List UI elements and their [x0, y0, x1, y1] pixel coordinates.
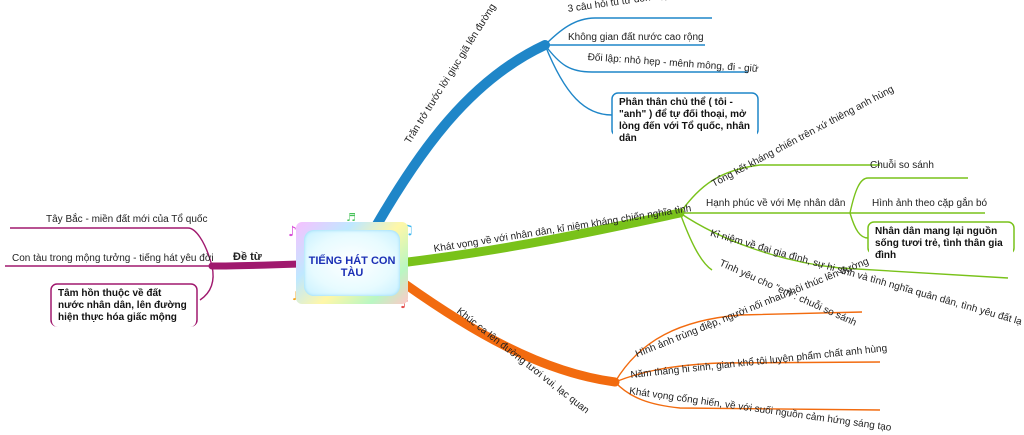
- middle-subtopic-1[interactable]: Chuỗi so sánh: [870, 160, 934, 171]
- left-topic-1[interactable]: Tây Bắc - miền đất mới của Tổ quốc: [46, 214, 208, 225]
- branch-middle-trunk: [403, 208, 685, 267]
- connector-middle-4: [679, 212, 713, 271]
- central-topic[interactable]: TIẾNG HÁT CON TÀU: [296, 222, 408, 304]
- mindmap-canvas: ♪ ♫ ♩ ♪ ♬ TIẾNG HÁT CON TÀU Đề từ Tây Bắ…: [5, 0, 1023, 434]
- middle-topic-2[interactable]: Hạnh phúc về với Mẹ nhân dân: [706, 198, 846, 209]
- music-note-icon: ♬: [346, 211, 356, 224]
- connector-left-3: [199, 265, 214, 301]
- connector-bottom-3: [614, 381, 881, 411]
- connector-bottom-1: [614, 311, 863, 383]
- branch-left-trunk: [208, 260, 304, 270]
- top-topic-4-box[interactable]: Phân thân chủ thể ( tôi - "anh" ) để tự …: [613, 94, 757, 148]
- top-topic-2[interactable]: Không gian đất nước cao rộng: [568, 32, 704, 43]
- central-topic-title: TIẾNG HÁT CON TÀU: [308, 255, 396, 279]
- music-note-icon: ♪: [288, 224, 297, 240]
- connector-top-4: [544, 44, 613, 116]
- left-branch-label[interactable]: Đề từ: [233, 251, 262, 263]
- branch-bottom-trunk: [400, 279, 620, 387]
- middle-subtopic-2[interactable]: Hình ảnh theo cặp gắn bó: [872, 198, 988, 209]
- music-note-icon: ♪: [400, 296, 409, 312]
- middle-subtopic-3-box[interactable]: Nhân dân mang lại nguồn sống tươi trẻ, t…: [869, 223, 1013, 265]
- connector-middle-1: [679, 164, 880, 214]
- branch-top-trunk: [370, 40, 550, 233]
- connector-middle-sub-1: [849, 177, 968, 214]
- central-topic-inner: [304, 230, 400, 296]
- music-note-icon: ♩: [292, 289, 298, 303]
- connector-bottom-2: [614, 361, 881, 383]
- left-topic-3-box[interactable]: Tâm hồn thuộc về đất nước nhân dân, lên …: [52, 285, 196, 327]
- connector-top-1: [544, 17, 712, 46]
- connector-middle-3: [679, 212, 1009, 279]
- left-topic-2[interactable]: Con tàu trong mộng tưởng - tiếng hát yêu…: [12, 253, 214, 264]
- connector-top-3: [544, 44, 748, 73]
- connector-left-1: [10, 227, 213, 267]
- connector-middle-sub-3: [849, 212, 869, 239]
